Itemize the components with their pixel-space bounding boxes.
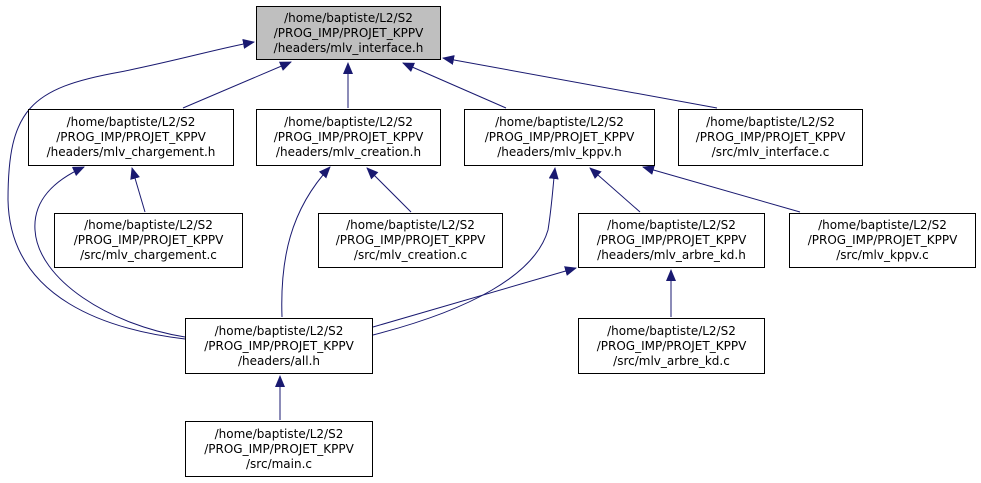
node-line: /PROG_IMP/PROJET_KPPV [596, 338, 747, 353]
edge-mlv-creation-c-to-mlv-creation-h [366, 167, 412, 213]
node-line: /home/baptiste/L2/S2 [607, 323, 736, 338]
edges-layer [7, 38, 801, 420]
edge-mlv-kppv-h-to-mlv-interface-h [402, 62, 507, 109]
node-line: /headers/mlv_interface.h [273, 40, 424, 55]
node-mlv-arbre-kd-h[interactable]: /home/baptiste/L2/S2 /PROG_IMP/PROJET_KP… [578, 213, 765, 268]
node-line: /PROG_IMP/PROJET_KPPV [484, 130, 635, 144]
node-mlv-creation-h[interactable]: /home/baptiste/L2/S2 /PROG_IMP/PROJET_KP… [256, 109, 441, 166]
node-mlv-chargement-c[interactable]: /home/baptiste/L2/S2 /PROG_IMP/PROJET_KP… [54, 213, 243, 268]
node-line: /home/baptiste/L2/S2 [284, 115, 413, 129]
edge-all-h-to-mlv-arbre-kd-h [372, 266, 577, 328]
node-line: /home/baptiste/L2/S2 [66, 115, 196, 129]
node-mlv-creation-c[interactable]: /home/baptiste/L2/S2 /PROG_IMP/PROJET_KP… [318, 213, 503, 268]
node-line: /PROG_IMP/PROJET_KPPV [807, 233, 958, 247]
node-line: /home/baptiste/L2/S2 [214, 323, 344, 338]
node-line: /src/mlv_interface.c [711, 145, 830, 159]
node-line: /PROG_IMP/PROJET_KPPV [335, 233, 486, 247]
node-line: /src/mlv_kppv.c [836, 248, 929, 262]
node-line: /src/main.c [246, 456, 312, 471]
node-line: /headers/mlv_kppv.h [497, 145, 622, 159]
edge-mlv-kppv-c-to-mlv-kppv-h [642, 165, 801, 213]
node-line: /home/baptiste/L2/S2 [346, 218, 475, 232]
node-line: /PROG_IMP/PROJET_KPPV [273, 25, 424, 40]
node-line: /PROG_IMP/PROJET_KPPV [204, 441, 354, 456]
node-line: /home/baptiste/L2/S2 [706, 115, 835, 129]
node-line: /headers/mlv_arbre_kd.h [597, 248, 746, 262]
node-line: /PROG_IMP/PROJET_KPPV [273, 130, 424, 144]
node-mlv-arbre-kd-c[interactable]: /home/baptiste/L2/S2 /PROG_IMP/PROJET_KP… [578, 318, 765, 374]
node-line: /src/mlv_arbre_kd.c [613, 353, 730, 368]
node-line: /src/mlv_creation.c [353, 248, 468, 262]
node-mlv-kppv-c[interactable]: /home/baptiste/L2/S2 /PROG_IMP/PROJET_KP… [789, 213, 976, 268]
edge-mlv-chargement-c-to-mlv-chargement-h [130, 167, 146, 213]
node-line: /home/baptiste/L2/S2 [214, 426, 344, 441]
node-main-c[interactable]: /home/baptiste/L2/S2 /PROG_IMP/PROJET_KP… [185, 421, 373, 477]
node-line: /headers/mlv_creation.h [275, 145, 422, 159]
node-line: /PROG_IMP/PROJET_KPPV [204, 338, 354, 353]
node-line: /PROG_IMP/PROJET_KPPV [56, 130, 206, 144]
node-line: /PROG_IMP/PROJET_KPPV [695, 130, 846, 144]
node-mlv-interface-c[interactable]: /home/baptiste/L2/S2 /PROG_IMP/PROJET_KP… [678, 109, 863, 166]
node-mlv-chargement-h[interactable]: /home/baptiste/L2/S2 /PROG_IMP/PROJET_KP… [28, 109, 234, 166]
node-line: /PROG_IMP/PROJET_KPPV [73, 233, 224, 247]
edge-all-h-to-mlv-chargement-h [34, 166, 186, 338]
node-mlv-kppv-h[interactable]: /home/baptiste/L2/S2 /PROG_IMP/PROJET_KP… [464, 109, 655, 166]
edge-all-h-to-mlv-interface-h [7, 38, 255, 340]
node-all-h[interactable]: /home/baptiste/L2/S2 /PROG_IMP/PROJET_KP… [185, 318, 373, 374]
edge-all-h-to-mlv-kppv-h [372, 167, 559, 336]
edge-mlv-chargement-h-to-mlv-interface-h [182, 61, 292, 109]
node-line: /home/baptiste/L2/S2 [495, 115, 624, 129]
node-line: /headers/all.h [237, 353, 321, 368]
edge-mlv-arbre-kd-h-to-mlv-kppv-h [589, 167, 641, 213]
node-line: /home/baptiste/L2/S2 [84, 218, 213, 232]
node-line: /home/baptiste/L2/S2 [284, 10, 413, 25]
edge-all-h-to-mlv-creation-h [281, 166, 331, 318]
node-mlv-interface-h: /home/baptiste/L2/S2 /PROG_IMP/PROJET_KP… [256, 6, 441, 60]
node-line: /home/baptiste/L2/S2 [607, 218, 736, 232]
edge-mlv-interface-c-to-mlv-interface-h [442, 55, 718, 109]
node-line: /home/baptiste/L2/S2 [818, 218, 947, 232]
node-line: /PROG_IMP/PROJET_KPPV [596, 233, 747, 247]
node-line: /headers/mlv_chargement.h [46, 145, 216, 159]
node-line: /src/mlv_chargement.c [80, 248, 217, 262]
